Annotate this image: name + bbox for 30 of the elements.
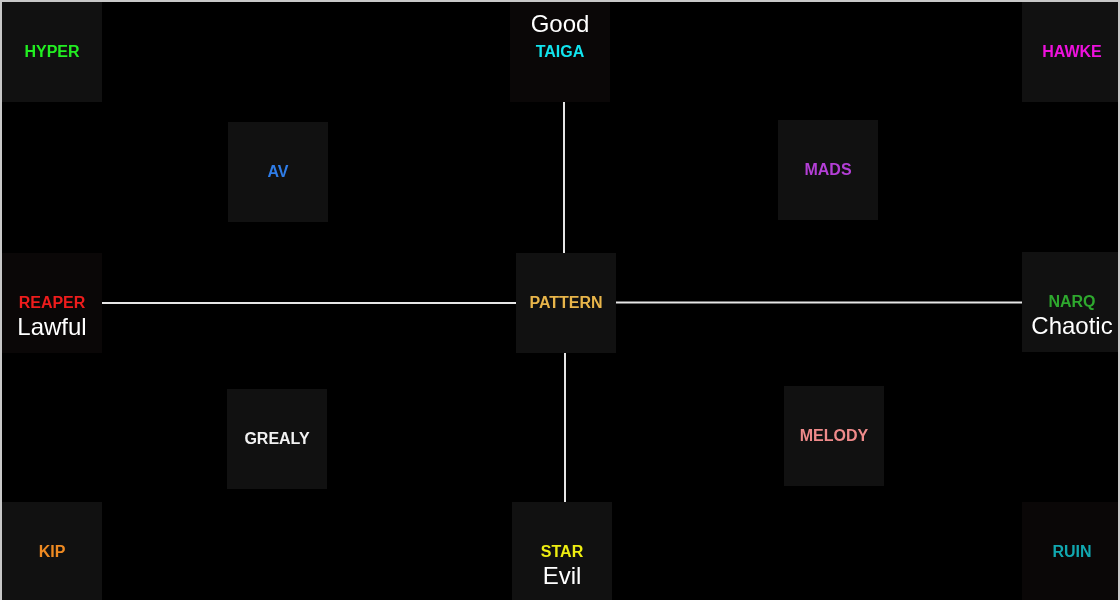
name-label: AV <box>266 162 290 182</box>
axis-line <box>563 101 565 254</box>
name-tile <box>1022 502 1118 600</box>
axis-line <box>101 302 517 304</box>
name-label: MELODY <box>798 426 870 446</box>
name-tile <box>1022 252 1118 352</box>
name-label: TAIGA <box>534 42 586 62</box>
name-label: STAR <box>539 542 585 562</box>
name-tile <box>512 502 612 600</box>
name-tile <box>2 2 102 102</box>
name-label: PATTERN <box>528 293 604 313</box>
axis-line <box>615 301 1023 304</box>
name-label: MADS <box>803 160 853 180</box>
name-label: HAWKE <box>1041 42 1103 62</box>
name-label: NARQ <box>1047 292 1097 312</box>
name-tile <box>510 2 610 102</box>
name-tile <box>2 502 102 600</box>
name-label: HYPER <box>23 42 81 62</box>
name-label: GREALY <box>243 429 311 449</box>
name-tile <box>2 253 102 353</box>
axis-label: Good <box>529 10 591 38</box>
name-label: KIP <box>37 542 67 562</box>
name-tile <box>1022 2 1118 102</box>
axis-label: Evil <box>541 562 583 590</box>
name-label: RUIN <box>1051 542 1093 562</box>
axis-label: Lawful <box>16 313 88 341</box>
name-tile <box>516 253 616 353</box>
name-label: REAPER <box>17 293 87 313</box>
axis-label: Chaotic <box>1030 312 1114 340</box>
axis-line <box>564 352 566 503</box>
